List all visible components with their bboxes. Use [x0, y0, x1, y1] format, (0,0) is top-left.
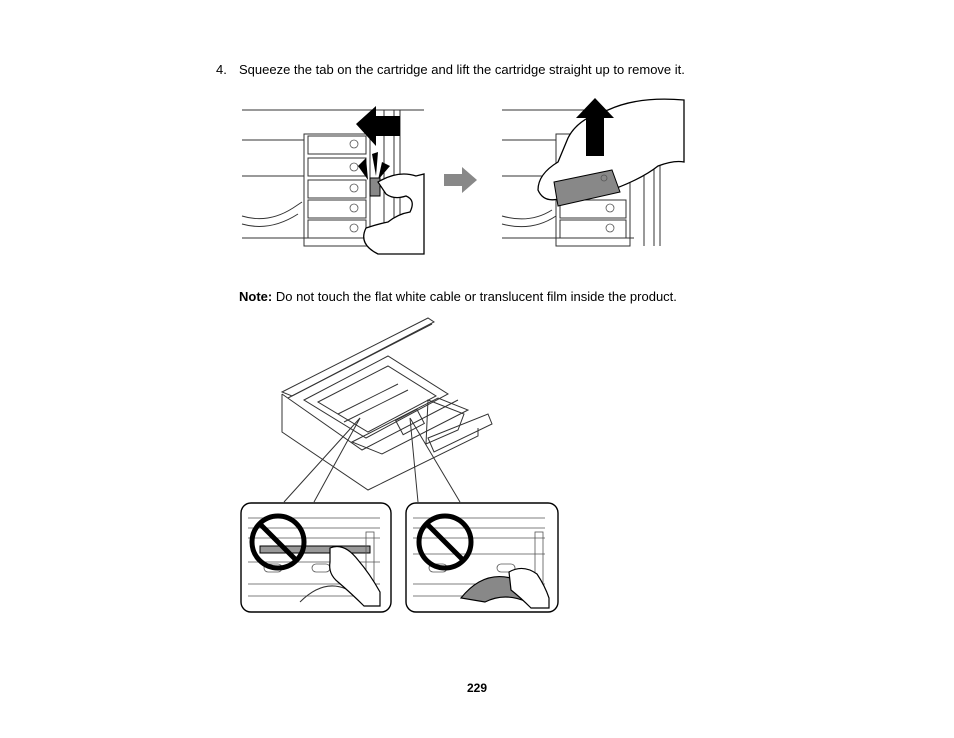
- step-number: 4.: [216, 62, 227, 77]
- note-body: Do not touch the flat white cable or tra…: [275, 289, 677, 304]
- note-label: Note:: [239, 289, 273, 304]
- lift-cartridge-illustration: [501, 98, 685, 247]
- note-text: Note: Do not touch the flat white cable …: [239, 288, 677, 305]
- no-touch-film-panel: [405, 502, 559, 613]
- prohibition-icon: [249, 513, 307, 571]
- page-number: 229: [466, 681, 488, 695]
- callout-lines: [283, 417, 461, 503]
- up-arrow-icon: [576, 98, 614, 156]
- prohibition-icon: [416, 513, 474, 571]
- right-arrow-icon: [444, 167, 477, 193]
- left-arrow-icon: [356, 106, 400, 146]
- no-touch-cable-panel: [240, 502, 392, 613]
- step-text: Squeeze the tab on the cartridge and lif…: [239, 62, 685, 77]
- step-4: 4. Squeeze the tab on the cartridge and l…: [216, 61, 685, 78]
- squeeze-tab-illustration: [241, 106, 425, 255]
- printer-open-illustration: [280, 317, 493, 491]
